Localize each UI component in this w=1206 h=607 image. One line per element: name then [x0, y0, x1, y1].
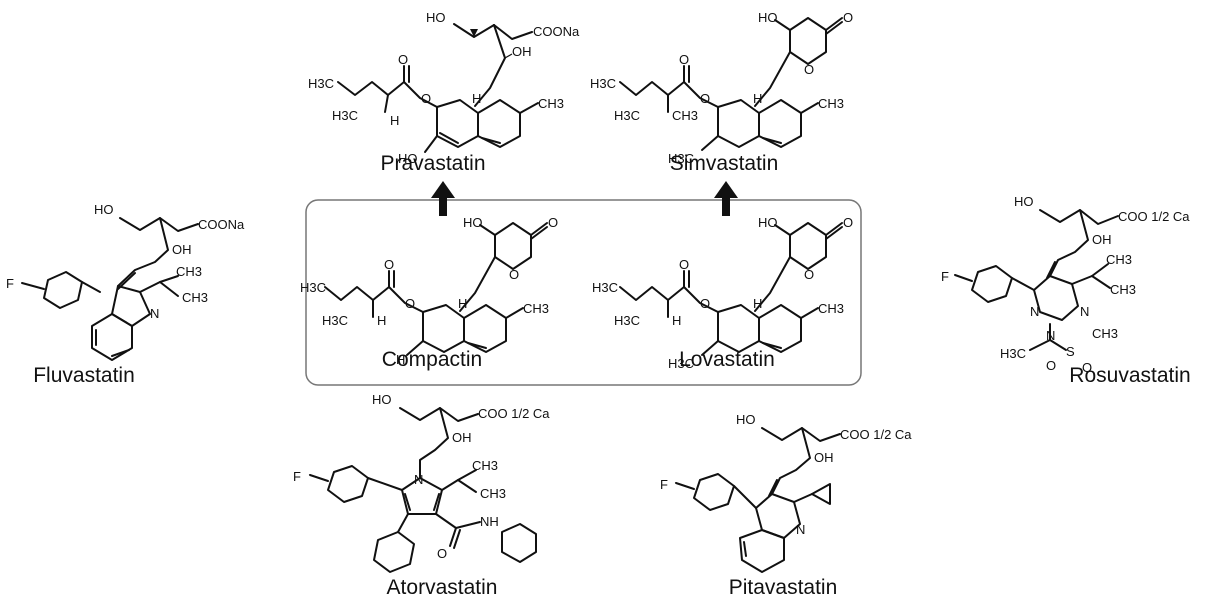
pitavastatin-n-label: N	[796, 522, 805, 537]
simvastatin-ester-o-label: O	[700, 91, 710, 106]
fluvastatin-structure	[21, 217, 199, 361]
pitavastatin-f-label: F	[660, 477, 668, 492]
atorvastatin-caption: Atorvastatin	[386, 576, 498, 599]
compactin-h3-label: H	[396, 352, 405, 367]
compactin-ch3-label: CH3	[523, 301, 549, 316]
pitavastatin-oh-label: OH	[814, 450, 834, 465]
pravastatin-coona-label: COONa	[533, 24, 580, 39]
simvastatin-ring-o-label: O	[804, 62, 814, 77]
atorvastatin-structure	[309, 407, 537, 573]
pravastatin-ho-label: HO	[426, 10, 446, 25]
fluvastatin-n-label: N	[150, 306, 159, 321]
simvastatin-structure	[619, 17, 843, 151]
compactin-structure	[324, 222, 548, 356]
fluvastatin-ch3-label: CH3	[176, 264, 202, 279]
simvastatin-ho-label: HO	[758, 10, 778, 25]
pravastatin-o2-label: O	[398, 52, 408, 67]
rosuvastatin-ho-label: HO	[1014, 194, 1034, 209]
lovastatin-structure	[619, 222, 843, 356]
pravastatin-structure	[337, 23, 539, 153]
pitavastatin-coo-label: COO 1/2 Ca	[840, 427, 912, 442]
arrow-lovastatin-to-simvastatin	[714, 181, 738, 216]
rosuvastatin-n2-label: N	[1080, 304, 1089, 319]
lovastatin-ester-o-label: O	[700, 296, 710, 311]
atorvastatin-ho-label: HO	[372, 392, 392, 407]
precursor-group-box	[305, 199, 862, 386]
lovastatin-caption: Lovastatin	[679, 348, 775, 371]
simvastatin-o-label: O	[843, 10, 853, 25]
rosuvastatin-f-label: F	[941, 269, 949, 284]
simvastatin-h3c-label: H3C	[590, 76, 616, 91]
pravastatin-h2-label: H	[472, 91, 481, 106]
simvastatin-caption: Simvastatin	[669, 152, 779, 175]
rosuvastatin-ch3c-label: CH3	[1092, 326, 1118, 341]
compactin-h-label: H	[377, 313, 386, 328]
atorvastatin-ch3b-label: CH3	[480, 486, 506, 501]
pravastatin-caption: Pravastatin	[380, 152, 486, 175]
atorvastatin-nh-label: NH	[480, 514, 499, 529]
compactin-h2-label: H	[458, 296, 467, 311]
compactin-caption: Compactin	[381, 348, 483, 371]
rosuvastatin-ch3-label: CH3	[1106, 252, 1132, 267]
rosuvastatin-o2-label: O	[1082, 360, 1092, 375]
pitavastatin-caption: Pitavastatin	[728, 576, 838, 599]
pravastatin-ch3-label: CH3	[538, 96, 564, 111]
compactin-o-label: O	[548, 215, 558, 230]
rosuvastatin-n1-label: N	[1030, 304, 1039, 319]
simvastatin-ch3-a-label: CH3	[672, 108, 698, 123]
atorvastatin-f-label: F	[293, 469, 301, 484]
compactin-ho-label: HO	[463, 215, 483, 230]
rosuvastatin-h3c-label: H3C	[1000, 346, 1026, 361]
compactin-ring-o-label: O	[509, 267, 519, 282]
compactin-h3c2-label: H3C	[322, 313, 348, 328]
lovastatin-ch3-label: CH3	[818, 301, 844, 316]
pravastatin-o-label: O	[421, 91, 431, 106]
fluvastatin-coona-label: COONa	[198, 217, 245, 232]
simvastatin-h3c3-label: H3C	[668, 151, 694, 166]
atorvastatin-ch3-label: CH3	[472, 458, 498, 473]
lovastatin-ho-label: HO	[758, 215, 778, 230]
lovastatin-h3c2-label: H3C	[614, 313, 640, 328]
lovastatin-o-label: O	[843, 215, 853, 230]
lovastatin-h3c-label: H3C	[592, 280, 618, 295]
rosuvastatin-caption: Rosuvastatin	[1069, 364, 1191, 387]
fluvastatin-caption: Fluvastatin	[33, 364, 135, 387]
lovastatin-h2-label: H	[753, 296, 762, 311]
pravastatin-oh-label: OH	[512, 44, 532, 59]
rosuvastatin-coo-label: COO 1/2 Ca	[1118, 209, 1190, 224]
rosuvastatin-ch3b-label: CH3	[1110, 282, 1136, 297]
rosuvastatin-o1-label: O	[1046, 358, 1056, 373]
lovastatin-h-label: H	[672, 313, 681, 328]
arrow-compactin-to-pravastatin	[431, 181, 455, 216]
pitavastatin-structure	[675, 427, 841, 573]
fluvastatin-f-label: F	[6, 276, 14, 291]
simvastatin-h-label: H	[753, 91, 762, 106]
fluvastatin-ch3b-label: CH3	[182, 290, 208, 305]
pravastatin-h3c-label: H3C	[308, 76, 334, 91]
rosuvastatin-oh-label: OH	[1092, 232, 1112, 247]
pravastatin-h-label: H	[390, 113, 399, 128]
rosuvastatin-n3-label: N	[1046, 328, 1055, 343]
atorvastatin-oh-label: OH	[452, 430, 472, 445]
lovastatin-co-label: O	[679, 257, 689, 272]
pravastatin-h3c2-label: H3C	[332, 108, 358, 123]
fluvastatin-oh-label: OH	[172, 242, 192, 257]
rosuvastatin-structure	[954, 209, 1119, 351]
pravastatin-ho2-label: HO	[398, 151, 418, 166]
compactin-ester-o-label: O	[405, 296, 415, 311]
pitavastatin-ho-label: HO	[736, 412, 756, 427]
simvastatin-ch3-label: CH3	[818, 96, 844, 111]
atorvastatin-n-label: N	[414, 472, 423, 487]
fluvastatin-ho-label: HO	[94, 202, 114, 217]
simvastatin-co-label: O	[679, 52, 689, 67]
compactin-h3c-label: H3C	[300, 280, 326, 295]
simvastatin-h3c2-label: H3C	[614, 108, 640, 123]
atorvastatin-o-label: O	[437, 546, 447, 561]
lovastatin-ring-o-label: O	[804, 267, 814, 282]
compactin-co-label: O	[384, 257, 394, 272]
atorvastatin-coo-label: COO 1/2 Ca	[478, 406, 550, 421]
rosuvastatin-s-label: S	[1066, 344, 1075, 359]
lovastatin-h3c3-label: H3C	[668, 356, 694, 371]
